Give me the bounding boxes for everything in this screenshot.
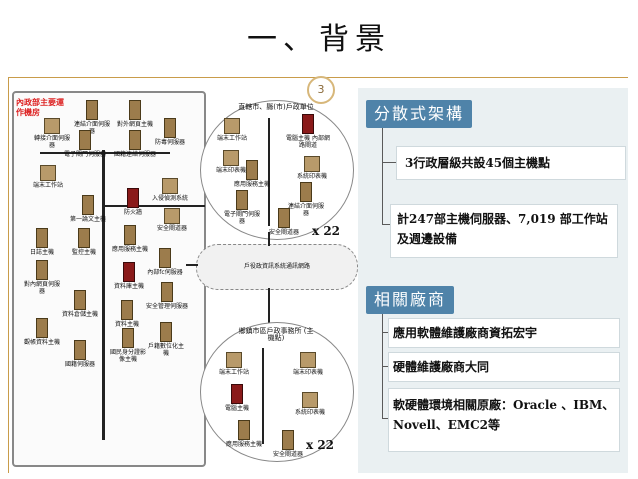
device: 電子閘門伺服器 xyxy=(62,130,108,158)
heading-vendors: 相關廠商 xyxy=(366,286,455,314)
device: 國民身分證影像主機 xyxy=(108,328,148,363)
device: 應用服務主機 xyxy=(110,225,150,253)
device: 資料庫主機 xyxy=(112,262,146,290)
device: 觀帳資料主機 xyxy=(22,318,62,346)
cloud-link-up xyxy=(268,232,270,246)
device: 第一論文主機 xyxy=(68,195,108,223)
device: 連結介面伺服器 xyxy=(286,182,326,217)
device: 端末工作站 xyxy=(28,165,68,189)
county-trunk xyxy=(268,118,270,226)
device: 對外網頁主機 xyxy=(115,100,155,128)
county-label: 直轄市、縣(市)戶政單位 xyxy=(238,103,314,111)
connector xyxy=(382,418,390,419)
township-circle xyxy=(200,322,354,462)
device: 戶籍數位化主機 xyxy=(146,322,186,357)
multiplier-township: x 22 xyxy=(306,438,335,452)
connector xyxy=(382,332,390,333)
device: 安全閘道器 xyxy=(152,208,192,232)
device: 資料倉儲主機 xyxy=(60,290,100,318)
device: 安全管理伺服器 xyxy=(145,282,189,310)
device: 連結介面伺服器 xyxy=(72,100,112,135)
device: 應用服務主機 xyxy=(232,160,272,188)
central-right-bus xyxy=(105,205,205,207)
device: 防火牆 xyxy=(118,188,148,216)
device: 端末工作站 xyxy=(214,352,254,376)
item-hardware-vendor: 硬體維護廠商大同 xyxy=(388,352,620,382)
cloud-link-down xyxy=(268,288,270,328)
cloud-link-left xyxy=(186,264,198,266)
device: 安全閘道器 xyxy=(268,430,308,458)
item-host-points: 3行政層級共設45個主機點 xyxy=(396,146,626,180)
heading-distributed: 分散式架構 xyxy=(366,100,473,128)
left-rule xyxy=(8,78,9,473)
bracket-1 xyxy=(382,128,383,224)
device: 日誌主機 xyxy=(22,228,62,256)
item-original-vendors: 軟硬體環境相關原廠：Oracle 、IBM、 Novell、EMC2等 xyxy=(388,388,620,452)
device: 端末工作站 xyxy=(212,118,252,142)
device: 安全閘道器 xyxy=(264,208,304,236)
slide-title: 一、背景 xyxy=(247,22,391,57)
device: 入侵偵測系統 xyxy=(150,178,190,202)
device: 轉接介面伺服器 xyxy=(32,118,72,149)
item-software-vendor: 應用軟體維護廠商資拓宏宇 xyxy=(388,318,620,348)
device: 系統印表機 xyxy=(290,392,330,416)
item-servers: 計247部主機伺服器、7,019 部工作站及週邊設備 xyxy=(390,204,618,258)
device: 電腦主機 xyxy=(222,384,252,412)
device: 防毒伺服器 xyxy=(150,118,190,146)
device: 國籍伺服器 xyxy=(60,340,100,368)
device: 系統印表機 xyxy=(292,156,332,180)
device: 資料主機 xyxy=(110,300,144,328)
device: 內部fc伺服器 xyxy=(145,248,185,276)
device: 國籍連結伺服器 xyxy=(112,130,158,158)
township-label: 鄉鎮市區戶政事務所 (主機點) xyxy=(238,327,314,342)
connector xyxy=(382,162,400,163)
connector xyxy=(382,366,390,367)
multiplier-county: x 22 xyxy=(312,224,341,238)
device: 端末印表機 xyxy=(288,352,328,376)
page-number: 3 xyxy=(307,76,335,104)
central-top-bus xyxy=(40,152,170,154)
central-facility-label: 內政部主要運作機房 xyxy=(16,98,64,117)
device: 端末印表機 xyxy=(216,150,246,174)
device: 電子閘門伺服器 xyxy=(222,190,262,225)
central-trunk xyxy=(102,150,105,440)
township-trunk xyxy=(262,348,264,444)
device: 對內網頁伺服器 xyxy=(22,260,62,295)
device: 應用服務主機 xyxy=(224,420,264,448)
device: 監控主機 xyxy=(64,228,104,256)
device: 電腦主機 內部網路閘道 xyxy=(286,114,330,149)
network-cloud: 戶役政資訊系統通訊網路 xyxy=(196,244,358,290)
